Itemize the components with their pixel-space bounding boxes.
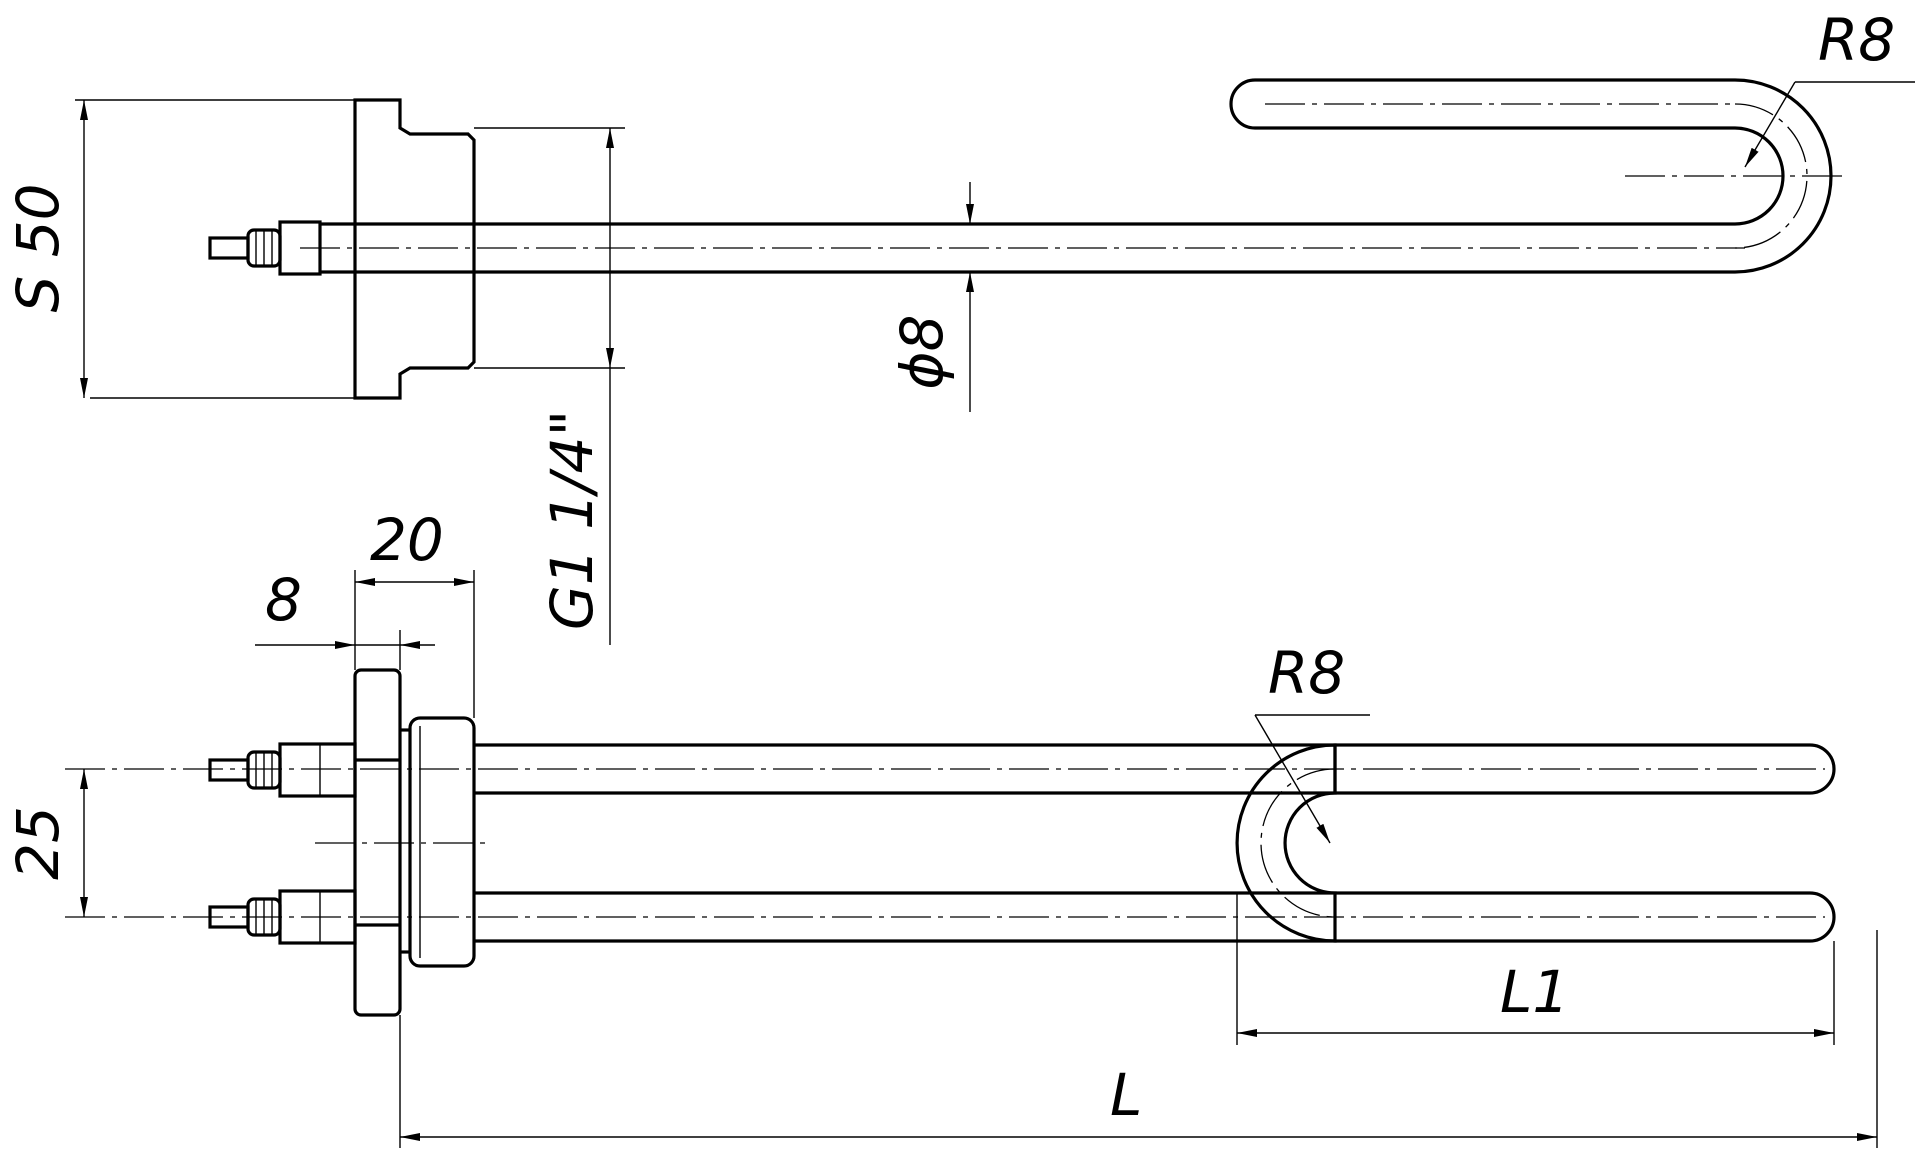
label-l1: L1 bbox=[1500, 958, 1569, 1026]
terminal-body-top bbox=[278, 220, 322, 276]
terminal-body-lower bbox=[278, 889, 357, 945]
label-dim25: 25 bbox=[4, 806, 72, 880]
u-bend-bottom bbox=[1235, 743, 1337, 943]
label-dim20: 20 bbox=[370, 506, 444, 574]
dimension-s50: S 50 bbox=[4, 99, 355, 399]
thread-nut bbox=[408, 716, 476, 968]
label-thread: G1 1/4" bbox=[538, 410, 606, 630]
label-r8-top: R8 bbox=[1818, 6, 1895, 74]
dimension-phi8: ϕ8 bbox=[888, 182, 974, 412]
label-r8-bottom: R8 bbox=[1268, 639, 1345, 707]
label-l: L bbox=[1110, 1061, 1142, 1129]
dimension-l: L bbox=[399, 930, 1878, 1148]
u-bend-outer bbox=[1229, 78, 1833, 274]
label-phi8: ϕ8 bbox=[888, 314, 956, 389]
terminal-pin-top bbox=[208, 236, 250, 260]
radius-bottom: R8 bbox=[1254, 639, 1370, 844]
top-view bbox=[208, 78, 1845, 400]
flange-section bbox=[353, 98, 476, 400]
dimension-thread: G1 1/4" bbox=[474, 127, 625, 645]
label-dim8: 8 bbox=[265, 566, 302, 634]
radius-top: R8 bbox=[1744, 6, 1915, 168]
label-s50: S 50 bbox=[4, 183, 72, 312]
terminal-pin-upper bbox=[208, 758, 250, 782]
bottom-view bbox=[65, 668, 1836, 1017]
dimension-l1: L1 bbox=[1236, 893, 1835, 1045]
dimension-25: 25 bbox=[4, 769, 88, 917]
terminal-body-upper bbox=[278, 742, 357, 798]
dimension-8: 8 bbox=[255, 566, 435, 670]
dimension-20: 20 bbox=[354, 506, 475, 718]
